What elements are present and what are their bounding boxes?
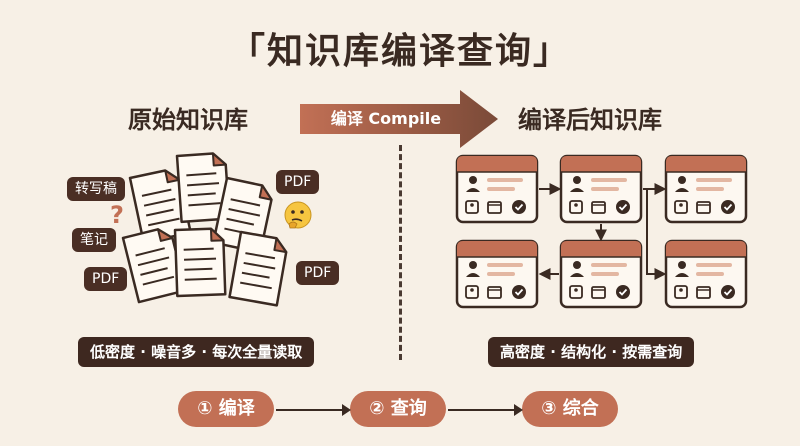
knowledge-card: [664, 154, 748, 224]
page-title: 「知识库编译查询」: [228, 31, 571, 72]
step-synthesize: ③ 综合: [522, 391, 618, 427]
tag-pdf: PDF: [296, 261, 340, 285]
compile-arrow-label: 编译 Compile: [330, 109, 442, 128]
document-icon: [173, 227, 227, 298]
raw-kb-heading: 原始知识库: [128, 106, 248, 134]
step-arrow: [448, 404, 523, 416]
knowledge-card: [559, 154, 643, 224]
compiled-kb-summary: 高密度 · 结构化 · 按需查询: [488, 337, 695, 367]
thinking-face-icon: [284, 201, 312, 229]
knowledge-card: [559, 239, 643, 309]
tag-pdf: PDF: [84, 267, 128, 291]
step-compile: ① 编译: [178, 391, 274, 427]
tag-notes: 笔记: [72, 228, 116, 252]
step-arrow: [276, 404, 351, 416]
tag-transcript: 转写稿: [67, 177, 125, 201]
raw-kb-summary: 低密度 · 噪音多 · 每次全量读取: [78, 337, 315, 367]
divider: [399, 145, 402, 360]
step-query: ② 查询: [350, 391, 446, 427]
question-mark-icon: ?: [110, 201, 124, 229]
knowledge-card: [455, 154, 539, 224]
document-pile: [121, 151, 290, 307]
tag-pdf: PDF: [276, 170, 320, 194]
compiled-cards-grid: [455, 154, 748, 309]
knowledge-card: [455, 239, 539, 309]
compile-arrow: [300, 90, 498, 148]
document-icon: [228, 230, 290, 307]
compiled-kb-heading: 编译后知识库: [518, 106, 662, 134]
knowledge-card: [664, 239, 748, 309]
